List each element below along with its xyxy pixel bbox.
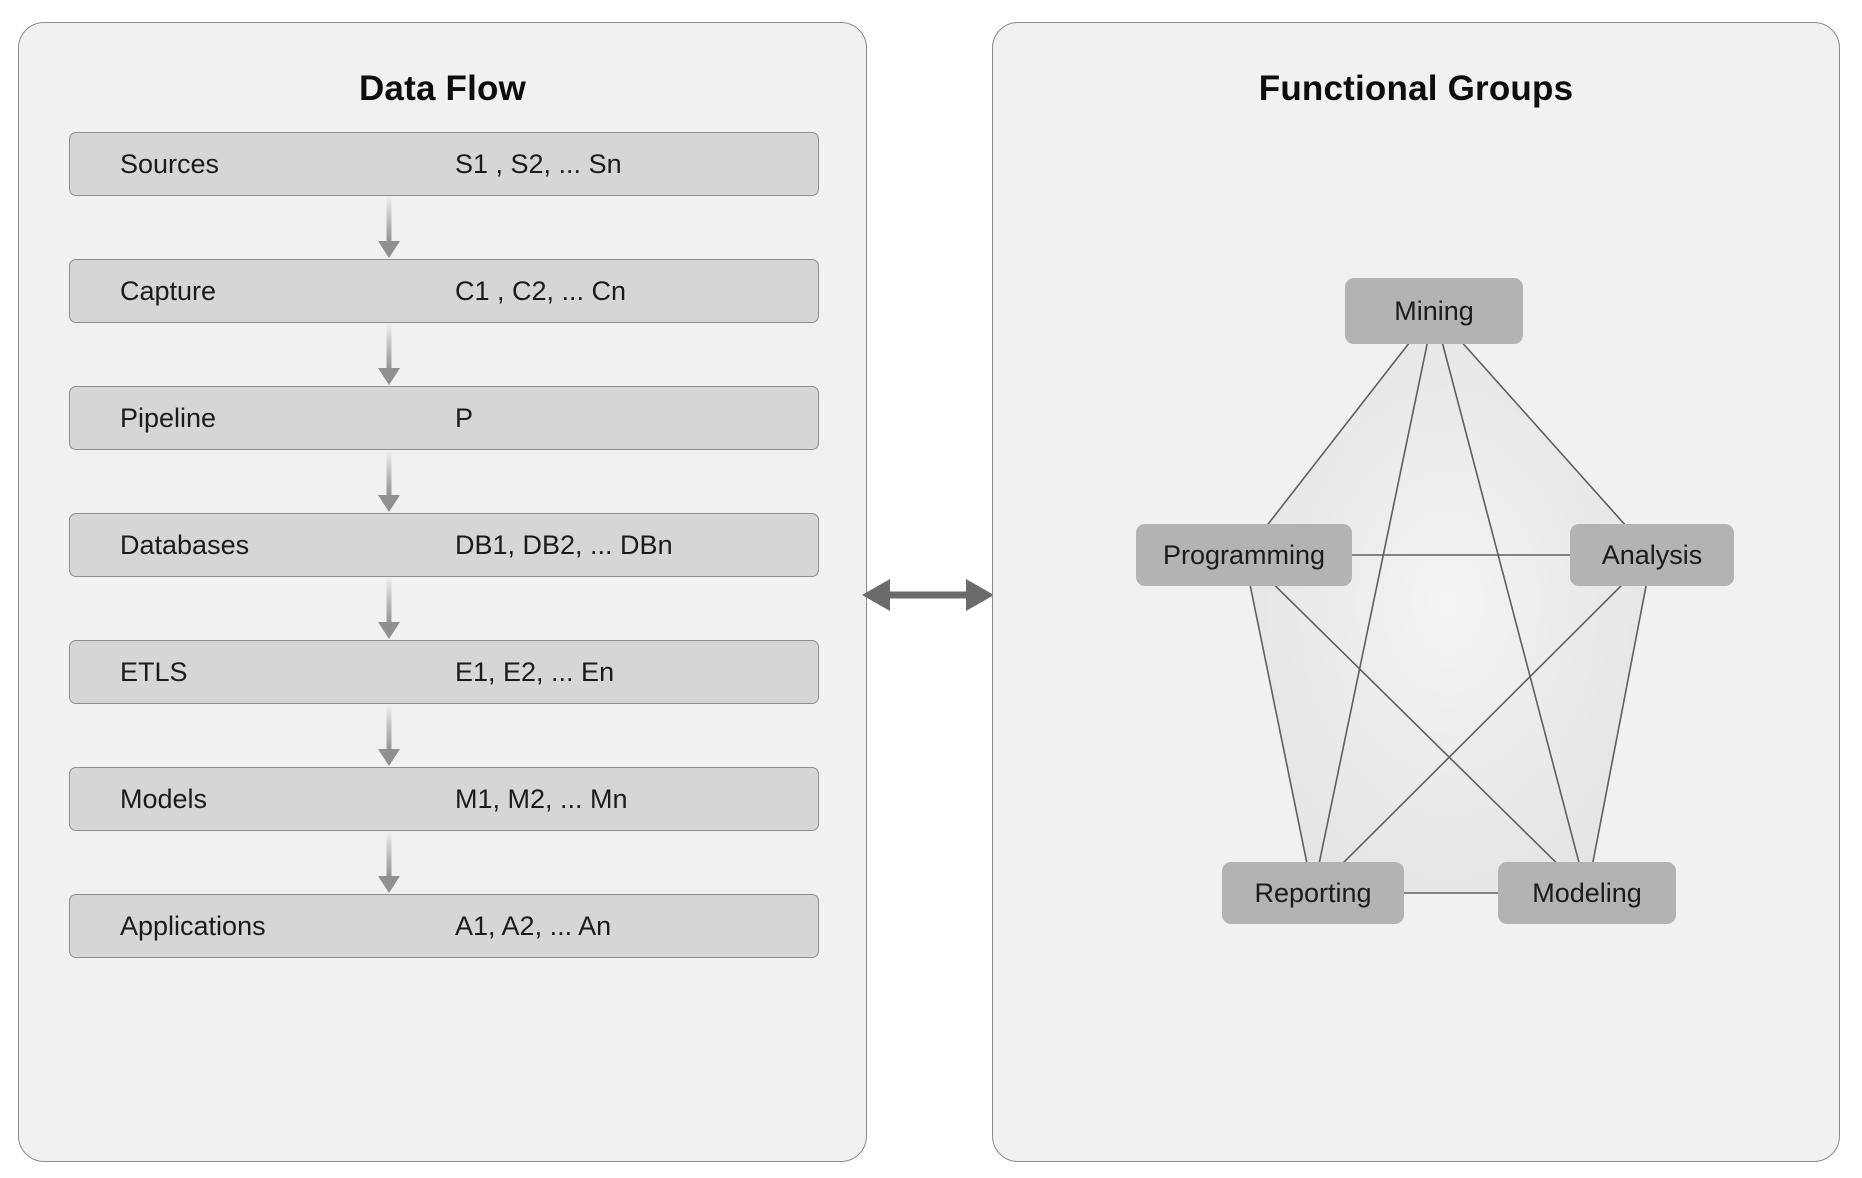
flow-row-value: S1 , S2, ... Sn bbox=[455, 148, 622, 179]
functional-node-label: Modeling bbox=[1532, 877, 1642, 908]
flow-row-sources[interactable]: Sources S1 , S2, ... Sn bbox=[69, 132, 819, 196]
flow-row-label: Applications bbox=[120, 910, 266, 941]
flow-row-value: P bbox=[455, 402, 474, 433]
functional-node-analysis[interactable]: Analysis bbox=[1570, 524, 1734, 586]
edge-programming-reporting bbox=[1243, 554, 1314, 894]
flow-row-label: Databases bbox=[120, 529, 250, 560]
flow-row-pipeline[interactable]: Pipeline P bbox=[69, 386, 819, 450]
arrow-down-icon bbox=[375, 323, 403, 387]
arrow-down-icon bbox=[375, 577, 403, 641]
flow-row-label: Models bbox=[120, 783, 208, 814]
flow-row-capture[interactable]: Capture C1 , C2, ... Cn bbox=[69, 259, 819, 323]
arrow-down-icon bbox=[375, 450, 403, 514]
arrow-down-icon bbox=[375, 196, 403, 260]
page-title-functional-groups: Functional Groups bbox=[1258, 69, 1574, 108]
flow-row-value: E1, E2, ... En bbox=[455, 656, 615, 687]
flow-row-etls[interactable]: ETLS E1, E2, ... En bbox=[69, 640, 819, 704]
functional-node-label: Analysis bbox=[1601, 539, 1703, 570]
flow-row-applications[interactable]: Applications A1, A2, ... An bbox=[69, 894, 819, 958]
page-title-data-flow: Data Flow bbox=[358, 69, 527, 108]
functional-node-modeling[interactable]: Modeling bbox=[1498, 862, 1676, 924]
pentagon-network-graph bbox=[1243, 310, 1653, 894]
flow-row-value: M1, M2, ... Mn bbox=[455, 783, 628, 814]
pentagon-edge-group bbox=[1243, 310, 1653, 894]
functional-node-label: Reporting bbox=[1254, 877, 1372, 908]
edge-mining-analysis bbox=[1433, 310, 1653, 556]
flow-row-value: C1 , C2, ... Cn bbox=[455, 275, 627, 306]
functional-node-label: Programming bbox=[1162, 539, 1326, 570]
functional-node-label: Mining bbox=[1394, 295, 1474, 326]
edge-analysis-modeling bbox=[1586, 554, 1653, 894]
flow-row-label: Sources bbox=[120, 148, 220, 179]
flow-row-label: ETLS bbox=[120, 656, 188, 687]
pentagon-fill bbox=[1244, 311, 1652, 893]
bidirectional-arrow-icon bbox=[862, 566, 994, 624]
edge-analysis-reporting bbox=[1312, 554, 1653, 894]
arrow-down-icon bbox=[375, 704, 403, 768]
edge-mining-reporting bbox=[1312, 310, 1435, 894]
flow-row-value: DB1, DB2, ... DBn bbox=[455, 529, 673, 560]
flow-row-databases[interactable]: Databases DB1, DB2, ... DBn bbox=[69, 513, 819, 577]
functional-node-reporting[interactable]: Reporting bbox=[1222, 862, 1404, 924]
flow-row-models[interactable]: Models M1, M2, ... Mn bbox=[69, 767, 819, 831]
functional-node-programming[interactable]: Programming bbox=[1136, 524, 1352, 586]
edge-mining-modeling bbox=[1433, 310, 1588, 894]
functional-node-mining[interactable]: Mining bbox=[1345, 278, 1523, 344]
edge-mining-programming bbox=[1243, 310, 1435, 556]
edge-programming-modeling bbox=[1243, 554, 1588, 894]
flow-row-label: Capture bbox=[120, 275, 217, 306]
flow-row-value: A1, A2, ... An bbox=[455, 910, 612, 941]
arrow-down-icon bbox=[375, 831, 403, 895]
flow-row-label: Pipeline bbox=[120, 402, 217, 433]
